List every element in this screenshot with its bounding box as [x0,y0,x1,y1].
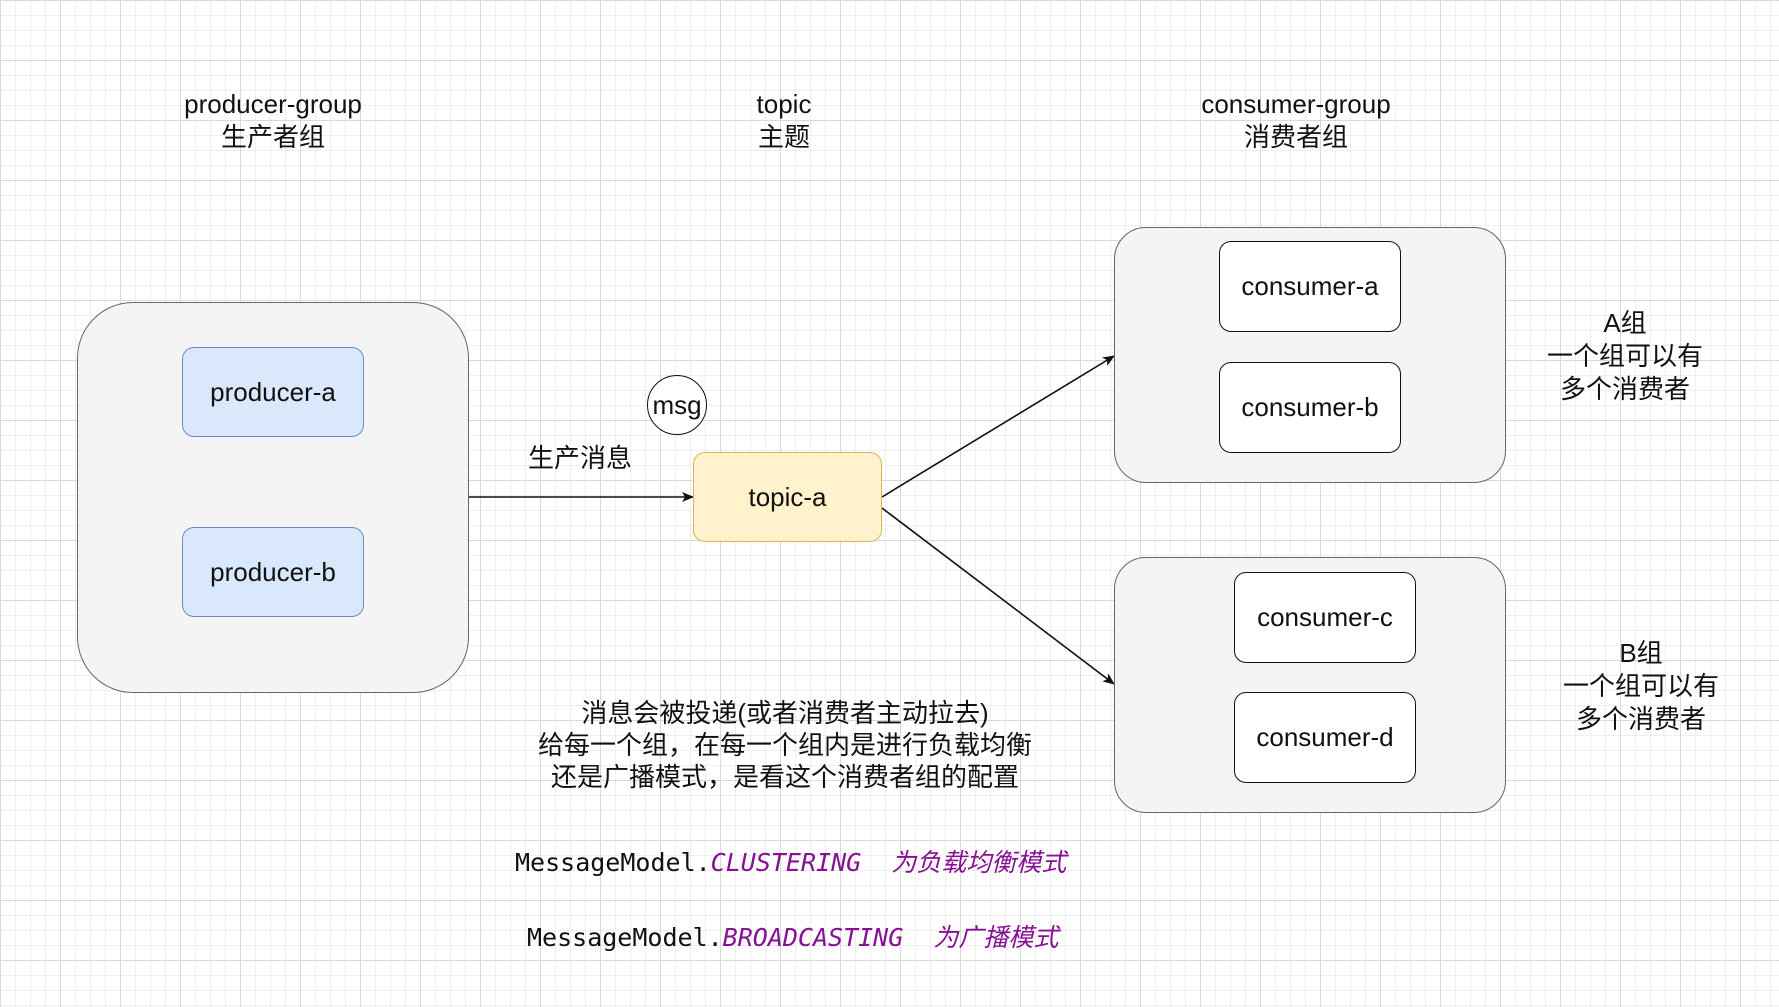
consumer-group-title: consumer-group [1201,89,1391,119]
explanation-line3: 还是广播模式，是看这个消费者组的配置 [550,762,1019,792]
producer-a-node[interactable]: producer-a [182,347,364,437]
topic-header: topic 主题 [704,88,864,154]
code-comment: 为广播模式 [933,923,1059,952]
group-b-name: B组 [1619,638,1663,668]
consumer-b-node[interactable]: consumer-b [1219,362,1401,453]
consumer-a-node[interactable]: consumer-a [1219,241,1401,332]
consumer-group-subtitle: 消费者组 [1243,122,1348,152]
code-prefix: MessageModel. [527,923,723,952]
code-line-clustering: MessageModel.CLUSTERING 为负载均衡模式 [515,843,1066,879]
group-b-desc-line2: 多个消费者 [1575,704,1706,734]
delivery-explanation: 消息会被投递(或者消费者主动拉去) 给每一个组，在每一个组内是进行负载均衡 还是… [495,697,1075,793]
producer-group-title: producer-group [184,89,362,119]
code-constant: BROADCASTING [722,923,904,952]
group-a-note: A组 一个组可以有 多个消费者 [1520,307,1730,406]
explanation-line1: 消息会被投递(或者消费者主动拉去) [581,698,989,728]
arrow-topic-to-group-b [881,507,1115,685]
produce-message-label: 生产消息 [527,443,632,473]
producer-b-node[interactable]: producer-b [182,527,364,617]
producer-group-subtitle: 生产者组 [220,122,325,152]
code-constant: CLUSTERING [710,848,862,877]
code-comment: 为负载均衡模式 [891,848,1067,877]
arrow-topic-to-group-a [881,355,1115,498]
group-a-desc-line1: 一个组可以有 [1546,341,1703,371]
topic-title: topic [756,89,812,119]
code-prefix: MessageModel. [515,848,711,877]
producer-group-header: producer-group 生产者组 [153,88,393,154]
consumer-c-node[interactable]: consumer-c [1234,572,1416,663]
consumer-d-node[interactable]: consumer-d [1234,692,1416,783]
group-a-name: A组 [1603,308,1647,338]
explanation-line2: 给每一个组，在每一个组内是进行负载均衡 [537,730,1032,760]
topic-a-node[interactable]: topic-a [693,452,882,542]
group-b-note: B组 一个组可以有 多个消费者 [1536,637,1746,736]
group-b-desc-line1: 一个组可以有 [1562,671,1719,701]
consumer-group-header: consumer-group 消费者组 [1176,88,1416,154]
code-line-broadcasting: MessageModel.BROADCASTING 为广播模式 [527,918,1058,954]
group-a-desc-line2: 多个消费者 [1559,374,1690,404]
topic-subtitle: 主题 [757,122,810,152]
message-circle[interactable]: msg [647,375,707,435]
